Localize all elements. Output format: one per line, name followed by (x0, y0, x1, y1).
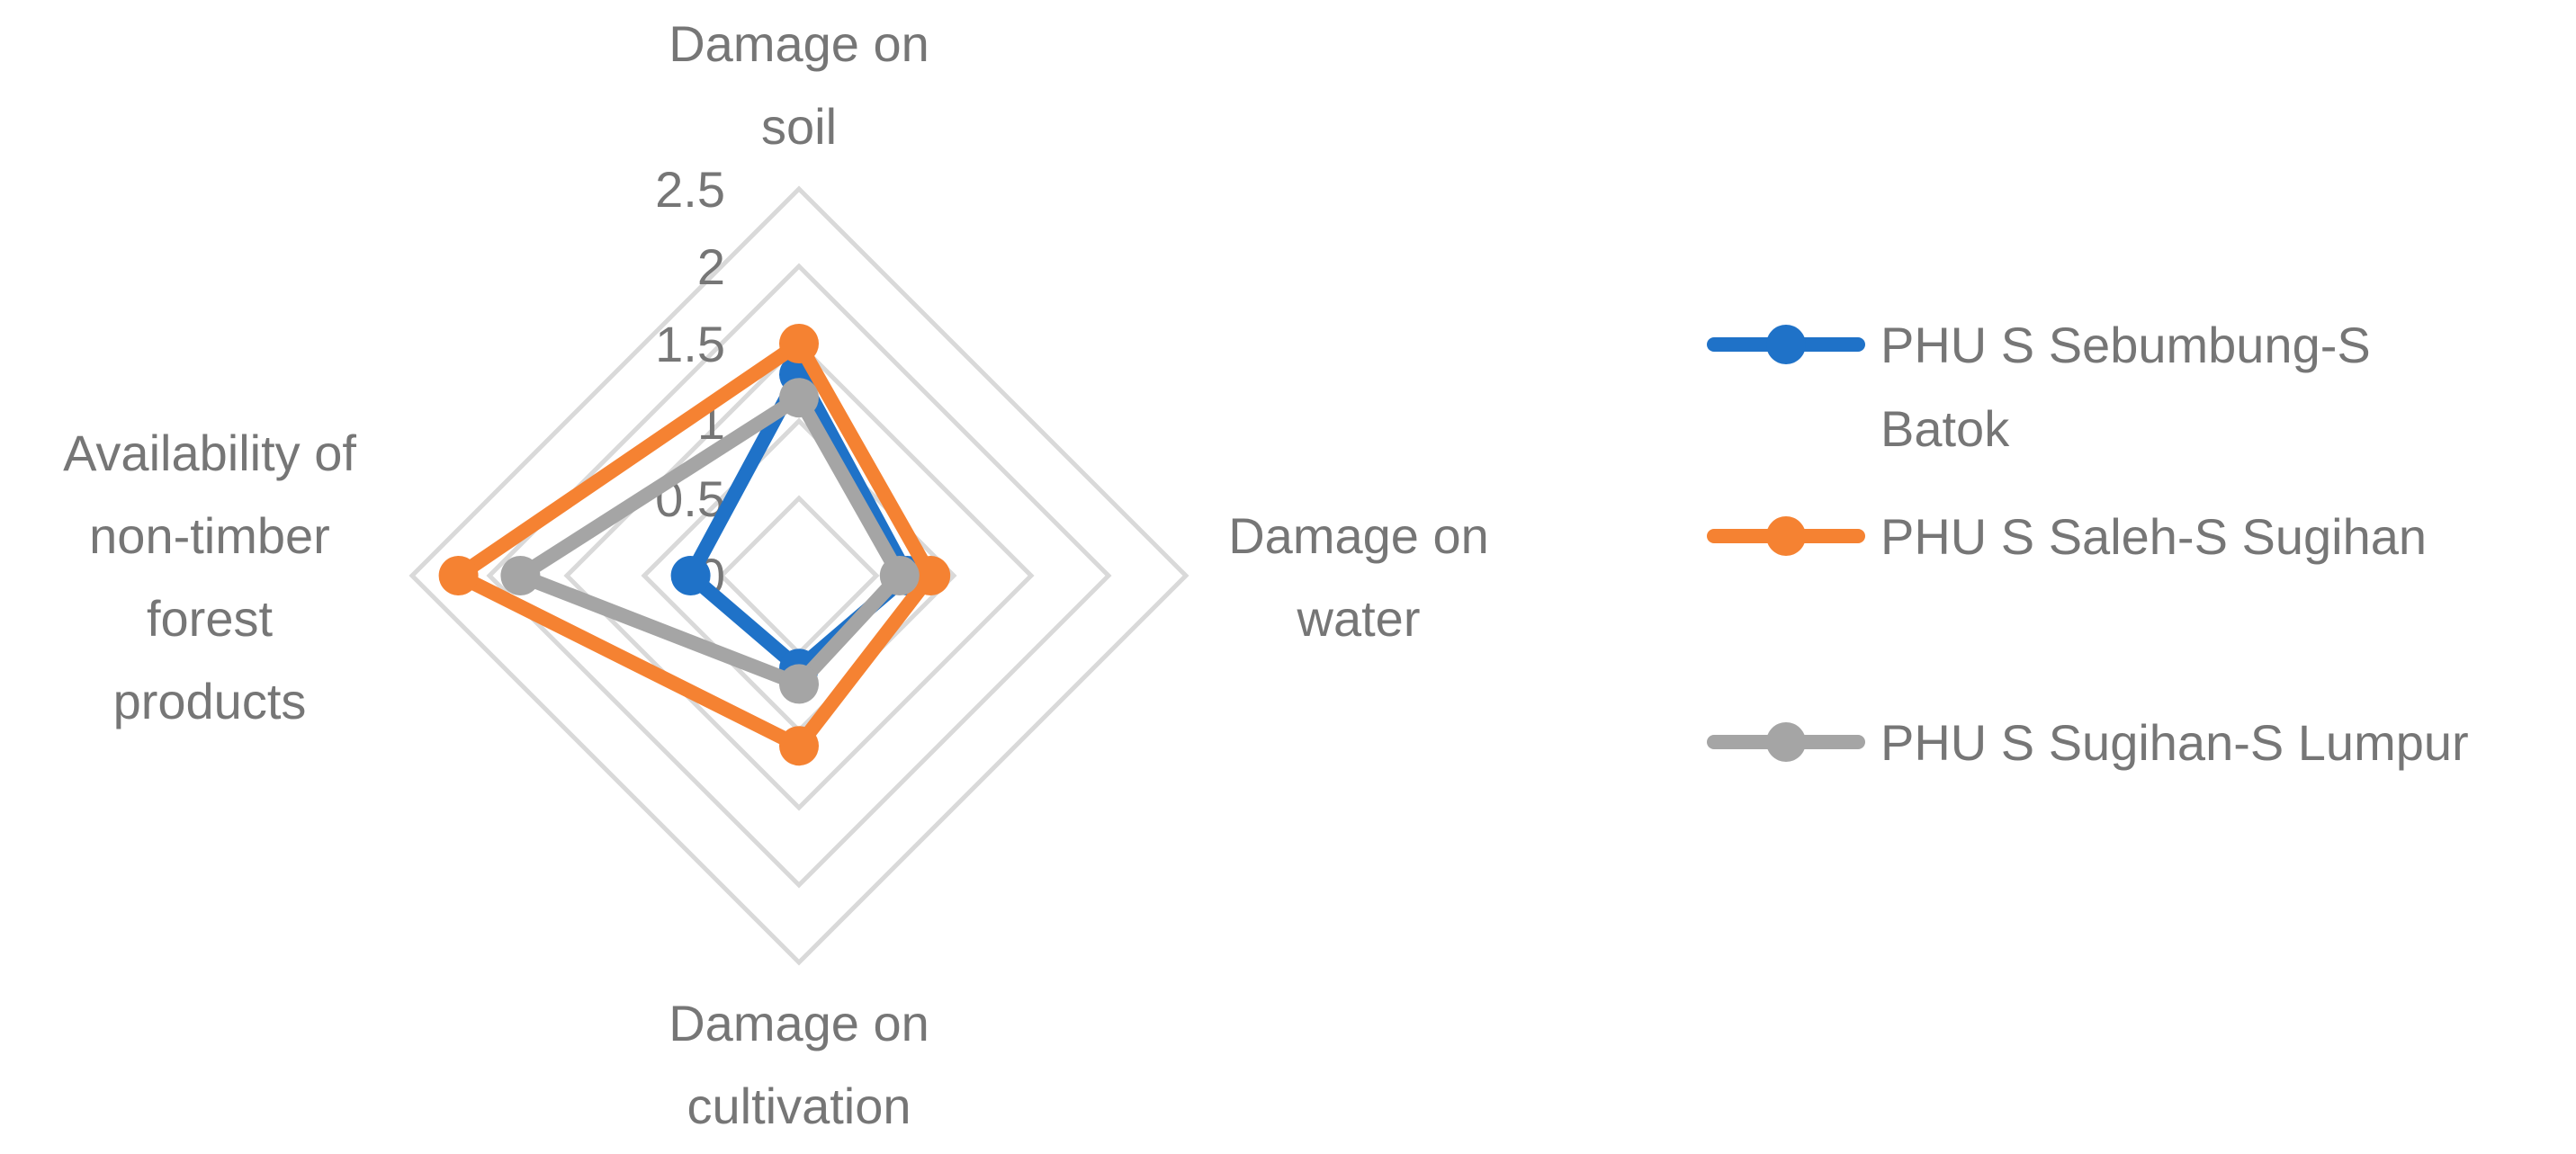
legend-swatch-marker (1766, 722, 1806, 762)
axis-label: Damage on (669, 15, 929, 72)
legend-item: PHU S Sebumbung-S Batok (1707, 317, 2371, 457)
legend-label: PHU S Sugihan-S Lumpur (1880, 714, 2469, 771)
tick-label: 2.5 (655, 161, 725, 218)
axis-label: products (113, 673, 307, 729)
legend-swatch-marker (1766, 516, 1806, 556)
axis-label: Damage on (1228, 507, 1489, 564)
legend-label: PHU S Sebumbung-S (1880, 317, 2371, 373)
grid-ring (408, 185, 1189, 966)
data-point (779, 378, 819, 418)
tick-label: 1.5 (655, 316, 725, 372)
data-point (779, 664, 819, 704)
data-point (500, 556, 541, 595)
data-point (911, 556, 951, 595)
legend-label: PHU S Saleh-S Sugihan (1880, 508, 2427, 565)
legend-swatch-marker (1766, 325, 1806, 364)
axis-label: Damage on (669, 995, 929, 1051)
radar-series (438, 324, 951, 766)
axis-label: soil (761, 98, 837, 155)
data-point (879, 556, 920, 595)
tick-label: 2 (697, 238, 725, 295)
grid-ring (486, 263, 1112, 889)
data-point (670, 556, 711, 595)
legend-item: PHU S Saleh-S Sugihan (1707, 508, 2427, 565)
legend-item: PHU S Sugihan-S Lumpur (1707, 714, 2469, 771)
series-2 (438, 324, 951, 766)
data-point (779, 726, 819, 766)
axis-label: non-timber (89, 507, 330, 564)
legend-label: Batok (1880, 400, 2010, 457)
axis-label: cultivation (687, 1078, 911, 1134)
data-point (438, 556, 479, 595)
data-point (779, 324, 819, 363)
axis-label: Availability of (63, 425, 356, 481)
series-3 (500, 378, 920, 704)
axis-label: water (1297, 590, 1421, 647)
axis-label: forest (147, 590, 273, 647)
